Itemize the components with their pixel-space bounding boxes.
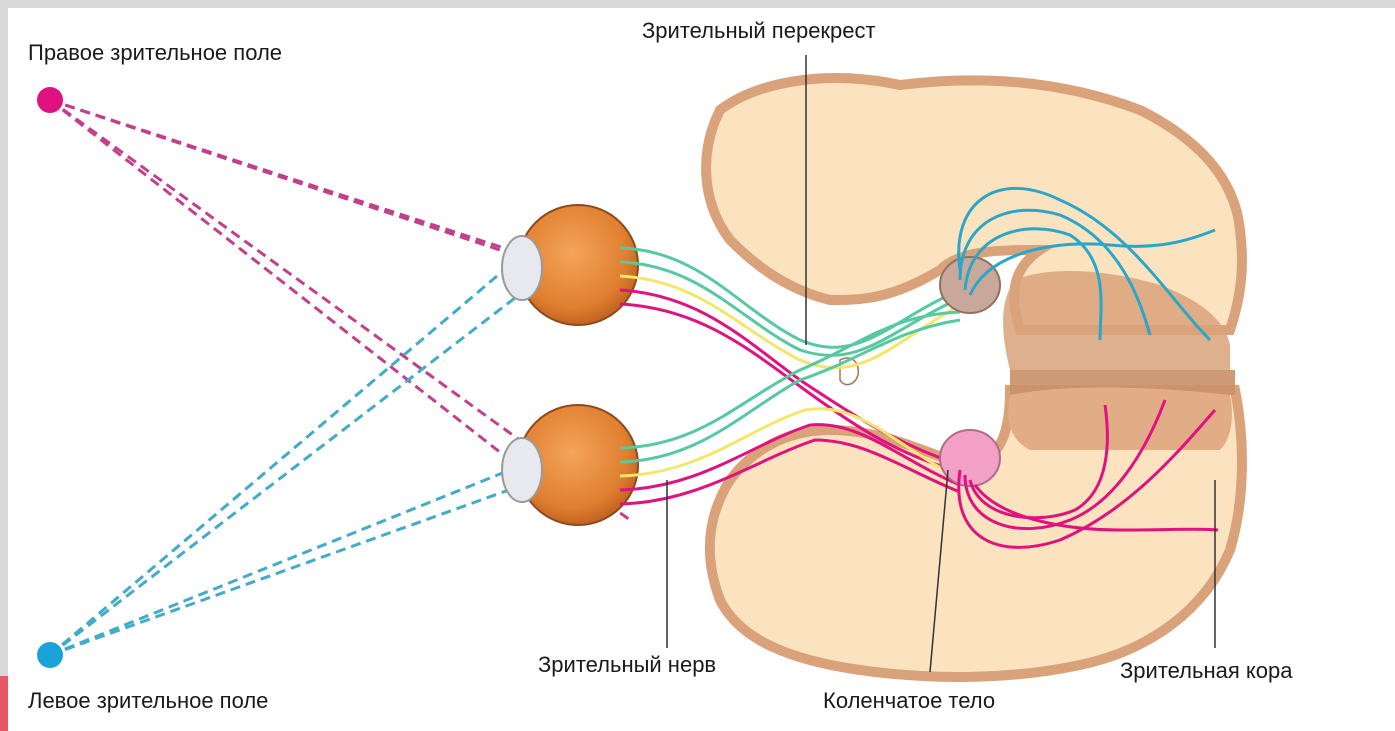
geniculate-body-label: Коленчатое тело: [823, 690, 995, 712]
visual-cortex-label: Зрительная кора: [1120, 660, 1292, 682]
eye-icon: [502, 205, 638, 525]
optic-nerve-label: Зрительный нерв: [538, 654, 716, 676]
left-visual-field-label: Левое зрительное поле: [28, 690, 268, 712]
left-field-point-icon: [37, 642, 63, 668]
right-field-point-icon: [37, 87, 63, 113]
optic-chiasm-label: Зрительный перекрест: [642, 20, 876, 42]
right-visual-field-label: Правое зрительное поле: [28, 42, 282, 64]
